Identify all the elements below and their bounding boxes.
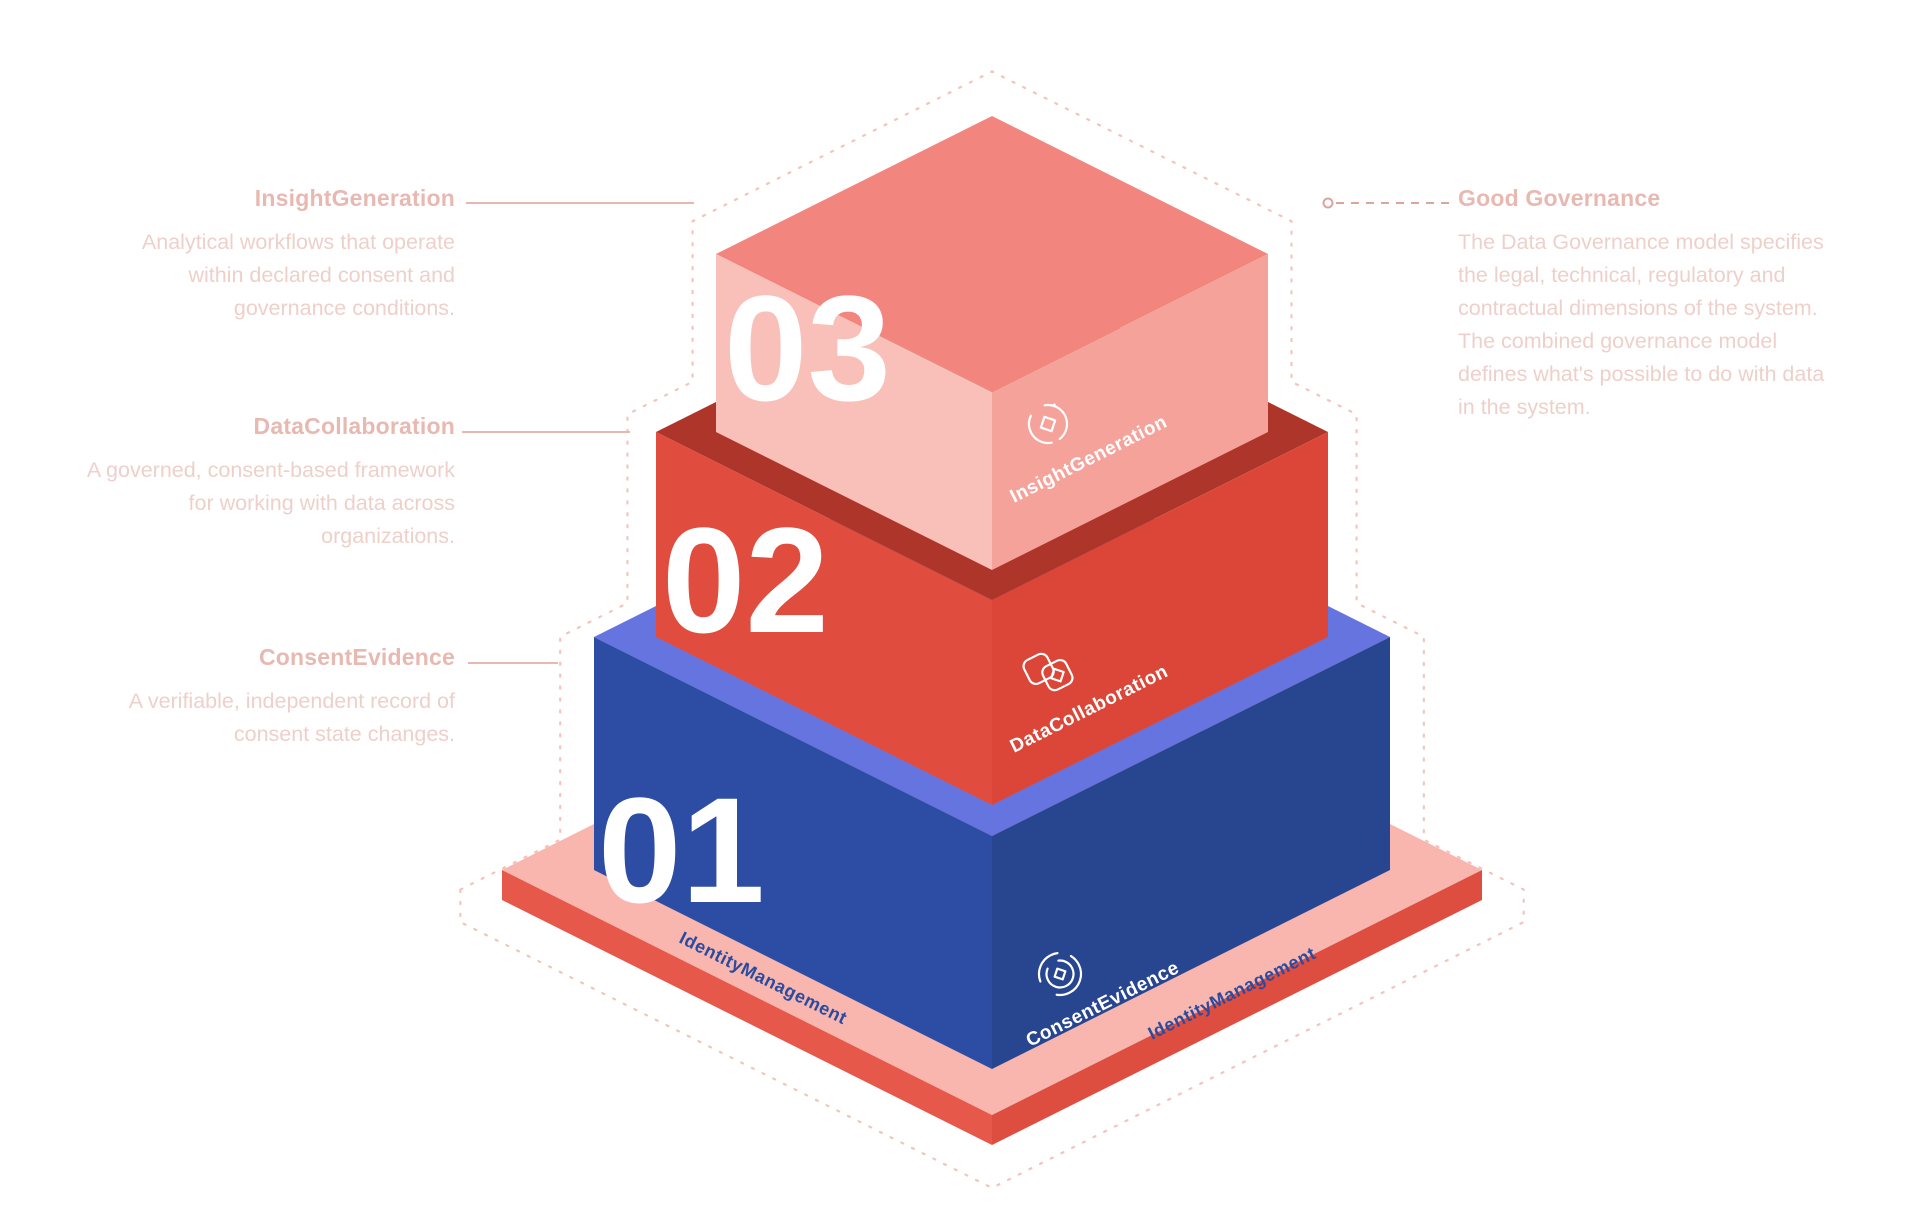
annotation-consent-body: A verifiable, independent record of cons… [15,685,455,751]
collaboration-icon [1022,652,1074,692]
annotation-line: organizations. [321,524,455,548]
annotation-line: The Data Governance model specifies [1458,230,1824,254]
annotation-line: contractual dimensions of the system. [1458,296,1818,320]
annotation-line: in the system. [1458,395,1591,419]
annotation-insight-generation: InsightGeneration Analytical workflows t… [15,185,455,325]
annotation-line: The combined governance model [1458,329,1778,353]
annotation-line: A verifiable, independent record of [128,689,455,713]
annotation-line: defines what's possible to do with data [1458,362,1825,386]
annotation-insight-heading: InsightGeneration [254,185,455,211]
level-03-number: 03 [724,264,891,432]
level-01-number: 01 [598,766,765,934]
annotation-line: within declared consent and [188,263,455,287]
annotation-line: governance conditions. [233,296,455,320]
consent-icon [1037,951,1083,997]
annotation-collaboration-heading: DataCollaboration [253,413,455,439]
level-02-right-face [992,432,1328,805]
annotation-consent-heading: ConsentEvidence [259,644,455,670]
leader-dot-governance [1322,197,1334,209]
base-right-side [992,870,1482,1145]
annotation-line: A governed, consent-based framework [86,458,455,482]
level-02-number: 02 [662,496,829,664]
annotation-line: consent state changes. [233,722,455,746]
annotation-line: Analytical workflows that operate [141,230,455,254]
level-03-right-face [992,254,1268,570]
annotation-collaboration-body: A governed, consent-based framework for … [15,454,455,553]
annotation-governance-body: The Data Governance model specifies the … [1458,226,1920,424]
level-03-left-face [716,254,992,570]
level-01-right-face [992,637,1390,1069]
annotation-governance-heading: Good Governance [1458,185,1661,211]
level-01-left-face [594,637,992,1069]
annotation-insight-body: Analytical workflows that operate within… [15,226,455,325]
annotation-data-collaboration: DataCollaboration A governed, consent-ba… [15,413,455,553]
annotation-consent-evidence: ConsentEvidence A verifiable, independen… [15,644,455,751]
annotation-line: the legal, technical, regulatory and [1458,263,1786,287]
annotation-line: for working with data across [188,491,455,515]
insight-icon [1027,403,1069,445]
annotation-good-governance: Good Governance The Data Governance mode… [1458,185,1920,424]
level-02-left-face [656,432,992,805]
base-left-side [502,870,992,1145]
